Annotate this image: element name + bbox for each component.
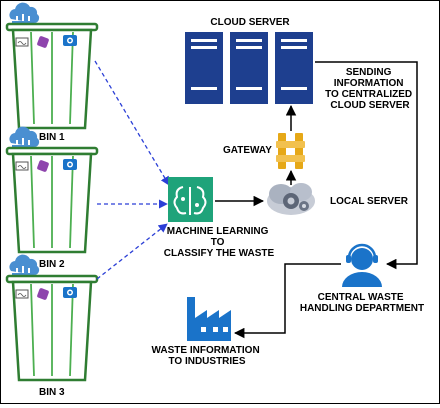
cloud-sensor-icon <box>9 2 40 26</box>
machine-learning-node: MACHINE LEARNING TO CLASSIFY THE WASTE <box>164 177 275 259</box>
bin1-to-ml-arrow <box>94 60 170 186</box>
bin-2: BIN 2 <box>5 126 99 270</box>
ml-label: MACHINE LEARNING TO CLASSIFY THE WASTE <box>164 226 275 259</box>
cloud-sensor-icon <box>9 254 40 278</box>
central-department-label: CENTRAL WASTE HANDLING DEPARTMENT <box>300 292 424 314</box>
sending-info-label: SENDING INFORMATION TO CENTRALIZED CLOUD… <box>325 67 415 111</box>
bin-1: BIN 1 <box>5 2 99 143</box>
bin-label: BIN 3 <box>39 387 65 398</box>
central-to-industry-arrow <box>233 263 341 339</box>
cloud-sensor-icon <box>9 126 40 150</box>
industry-node: WASTE INFORMATION TO INDUSTRIES <box>152 297 263 367</box>
bin-3: BIN 3 <box>5 254 99 398</box>
local-server-node: LOCAL SERVER <box>267 183 409 215</box>
cloud-server-label: CLOUD SERVER <box>210 17 290 28</box>
trash-bin-icon <box>5 274 99 382</box>
central-department-node: CENTRAL WASTE HANDLING DEPARTMENT <box>300 243 424 314</box>
server-rack-icon <box>185 32 313 104</box>
industry-label: WASTE INFORMATION TO INDUSTRIES <box>152 345 263 367</box>
factory-icon <box>187 297 231 341</box>
trash-bin-icon <box>5 22 99 130</box>
gateway-icon <box>276 133 305 169</box>
gateway-label: GATEWAY <box>223 145 272 156</box>
trash-bin-icon <box>5 146 99 254</box>
cloud-server-node: CLOUD SERVER <box>185 17 313 104</box>
cloud-to-central-arrow <box>315 61 418 270</box>
bin-label: BIN 1 <box>39 132 65 143</box>
local-server-label: LOCAL SERVER <box>330 196 409 207</box>
support-agent-icon <box>342 243 382 287</box>
bin-label: BIN 2 <box>39 259 65 270</box>
local-server-icon <box>267 183 315 215</box>
gateway-node: GATEWAY <box>223 133 305 169</box>
bin3-to-ml-arrow <box>96 223 168 280</box>
